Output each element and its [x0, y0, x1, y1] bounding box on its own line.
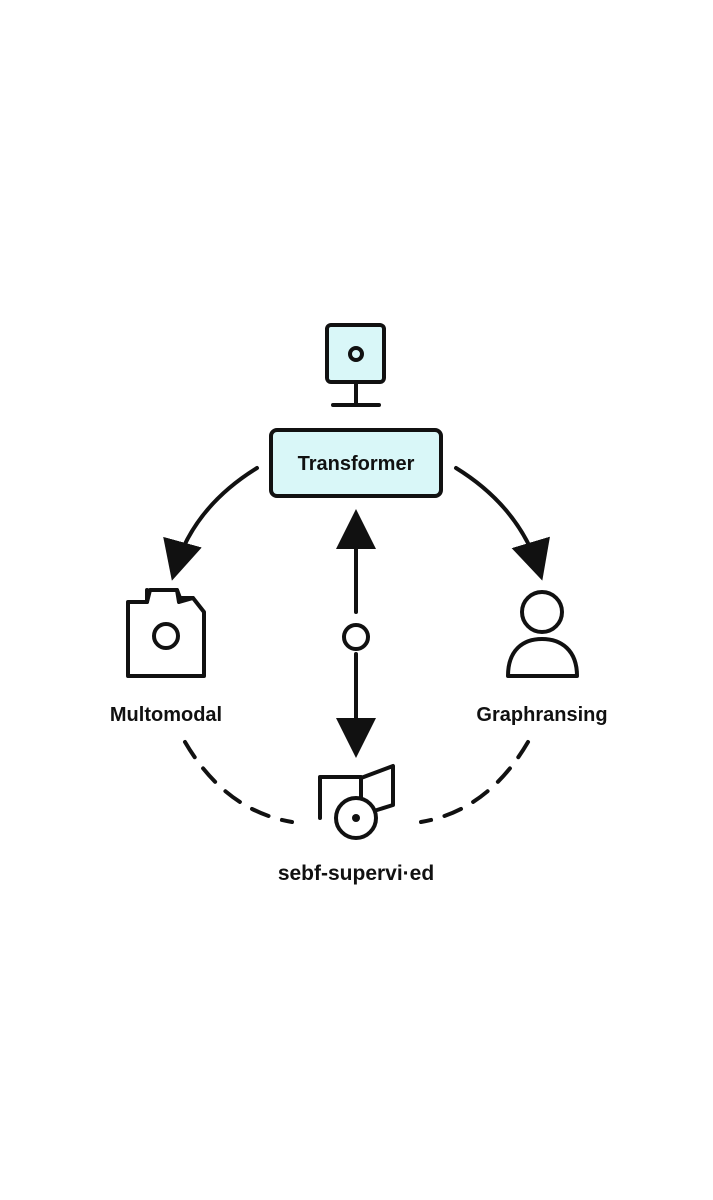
dashed-arc-left — [183, 740, 294, 824]
circle-node-icon — [342, 623, 370, 651]
center-connector — [336, 509, 376, 758]
arrow-top-left — [163, 466, 259, 581]
media-disc-icon — [318, 764, 395, 840]
monitor-icon — [325, 323, 386, 407]
transformer-node: Transformer — [269, 428, 443, 498]
self-supervised-label: sebf-supervi·ed — [278, 862, 434, 885]
transformer-label: Transformer — [298, 453, 415, 475]
image-document-icon — [126, 588, 206, 678]
graphransing-label: Graphransing — [476, 704, 607, 726]
transformer-box — [269, 428, 443, 498]
multomodal-label: Multomodal — [110, 704, 222, 726]
arrow-top-right — [454, 466, 550, 581]
user-icon — [506, 590, 579, 678]
dashed-arc-right — [419, 740, 530, 824]
